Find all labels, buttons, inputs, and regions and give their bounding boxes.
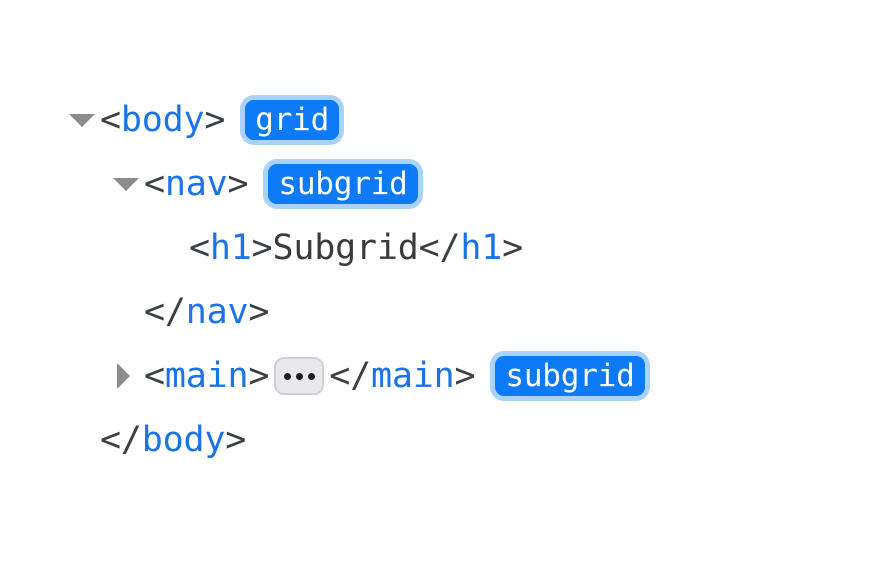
end-close-bracket: > — [225, 420, 247, 460]
open-bracket: < — [189, 228, 210, 268]
close-bracket: > — [248, 356, 270, 396]
open-bracket: < — [144, 356, 165, 396]
twisty-spacer — [110, 290, 144, 334]
end-open-bracket: </ — [418, 228, 461, 268]
dom-row-main-collapsed[interactable]: <main></main> subgrid — [0, 354, 645, 398]
grid-adorner-badge[interactable]: grid — [245, 100, 340, 140]
triangle-down-icon[interactable] — [66, 98, 100, 142]
end-open-bracket: </ — [144, 292, 186, 332]
dom-row-body-open[interactable]: <body> grid — [0, 98, 340, 142]
subgrid-adorner-badge[interactable]: subgrid — [495, 356, 645, 396]
end-close-bracket: > — [454, 356, 476, 396]
end-tag-name-main: main — [371, 356, 455, 396]
end-close-bracket: > — [248, 292, 270, 332]
tag-name-main: main — [164, 356, 249, 396]
close-bracket: > — [204, 100, 226, 140]
dom-row-body-close[interactable]: </body> — [0, 418, 246, 462]
triangle-down-icon[interactable] — [110, 162, 144, 206]
tag-name-h1: h1 — [209, 228, 252, 268]
twisty-spacer — [66, 418, 100, 462]
end-close-bracket: > — [502, 228, 523, 268]
ellipsis-dot — [283, 372, 291, 380]
dom-row-h1-element[interactable]: <h1>Subgrid</h1> — [0, 226, 523, 270]
expand-children-ellipsis-icon[interactable] — [274, 357, 325, 395]
end-open-bracket: </ — [100, 420, 142, 460]
tag-name-nav: nav — [164, 164, 228, 204]
twisty-spacer — [155, 226, 189, 270]
tag-name-body: body — [120, 100, 205, 140]
triangle-right-icon[interactable] — [110, 354, 144, 398]
close-bracket: > — [227, 164, 249, 204]
end-open-bracket: </ — [329, 356, 371, 396]
end-tag-name-h1: h1 — [460, 228, 503, 268]
dom-row-nav-open[interactable]: <nav> subgrid — [0, 162, 418, 206]
text-node-subgrid: Subgrid — [272, 228, 419, 268]
ellipsis-dot — [295, 372, 303, 380]
subgrid-adorner-badge[interactable]: subgrid — [268, 164, 418, 204]
ellipsis-dot — [307, 372, 315, 380]
end-tag-name-nav: nav — [185, 292, 249, 332]
open-bracket: < — [100, 100, 121, 140]
close-bracket: > — [251, 228, 273, 268]
dom-row-nav-close[interactable]: </nav> — [0, 290, 269, 334]
open-bracket: < — [144, 164, 165, 204]
end-tag-name-body: body — [141, 420, 226, 460]
